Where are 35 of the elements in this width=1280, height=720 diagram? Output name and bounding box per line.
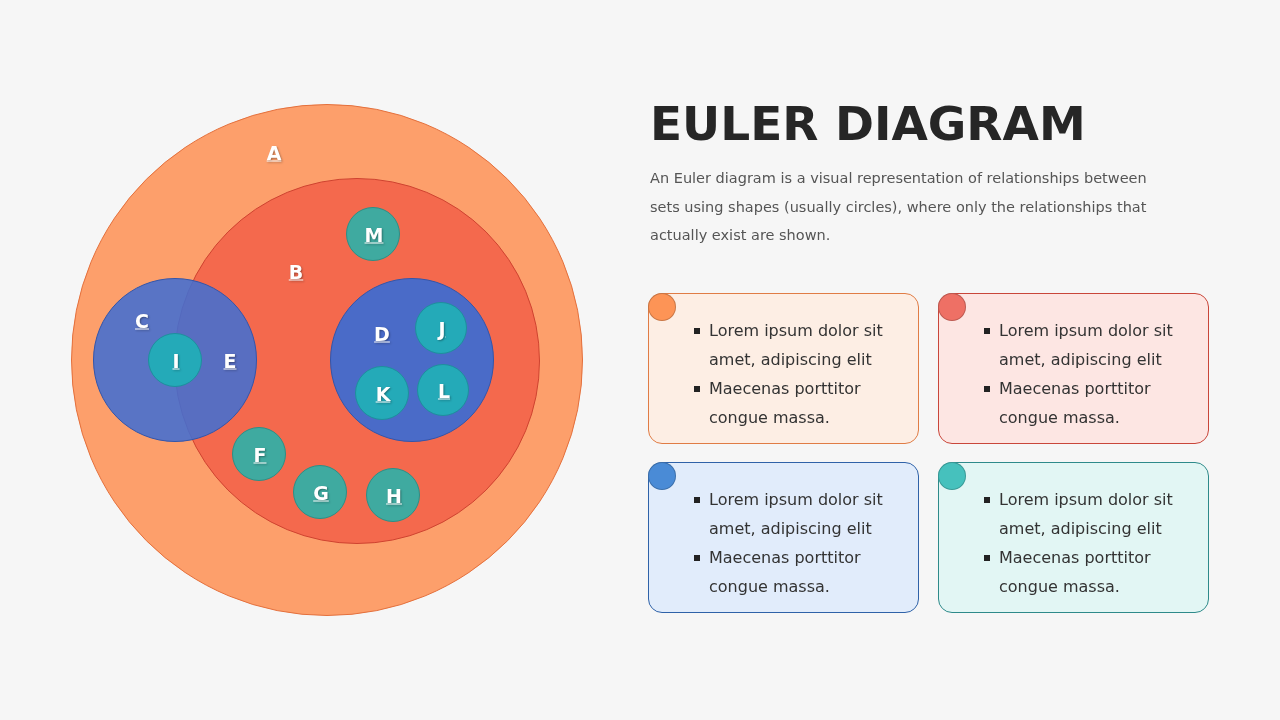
- element-circle: [355, 366, 409, 420]
- bullet-text: Lorem ipsum dolor sit amet, adipiscing elit: [999, 320, 1174, 371]
- info-card: [648, 462, 919, 613]
- bullet-text: Maecenas porttitor congue massa.: [999, 378, 1152, 429]
- description-text: An Euler diagram is a visual representation of relationships between sets using shapes (usually circles), where only the relationships that actually exist are shown.: [650, 169, 1148, 245]
- set-letter: B: [288, 262, 304, 282]
- bullet-text: Maecenas porttitor congue massa.: [709, 378, 862, 429]
- set-letter: H: [386, 486, 402, 506]
- set-letter: I: [172, 351, 180, 371]
- set-letter: L: [437, 381, 451, 401]
- set-letter: C: [135, 311, 149, 331]
- element-circle: [148, 333, 202, 387]
- set-letter: G: [313, 483, 329, 503]
- element-circle: [346, 207, 400, 261]
- element-circle: [417, 364, 469, 416]
- slide-title: EULER DIAGRAM: [650, 96, 1086, 153]
- set-letter: K: [375, 384, 391, 404]
- element-circle: [293, 465, 347, 519]
- bullet-text: Maecenas porttitor congue massa.: [999, 547, 1152, 598]
- bullet-text: Maecenas porttitor congue massa.: [709, 547, 862, 598]
- bullet-text: Lorem ipsum dolor sit amet, adipiscing elit: [999, 489, 1174, 540]
- element-circle: [415, 302, 467, 354]
- set-letter: D: [374, 324, 390, 344]
- set-letter: J: [438, 319, 446, 339]
- set-letter: A: [266, 143, 282, 163]
- bullet-text: Lorem ipsum dolor sit amet, adipiscing elit: [709, 489, 884, 540]
- set-letter: M: [364, 225, 384, 245]
- info-card: [938, 462, 1209, 613]
- set-letter: F: [253, 445, 267, 465]
- info-card: [648, 293, 919, 444]
- bullet-text: Lorem ipsum dolor sit amet, adipiscing elit: [709, 320, 884, 371]
- element-circle: [366, 468, 420, 522]
- set-letter: E: [223, 351, 237, 371]
- info-card: [938, 293, 1209, 444]
- element-circle: [232, 427, 286, 481]
